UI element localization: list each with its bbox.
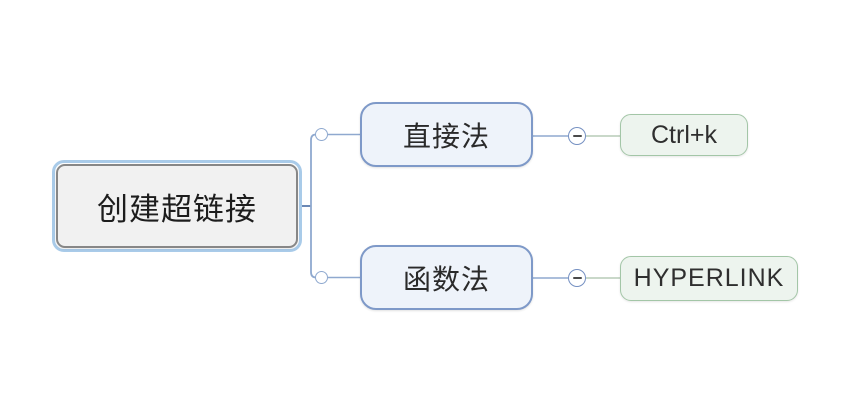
- branch-node-label: 函数法: [402, 263, 490, 295]
- root-node[interactable]: 创建超链接: [52, 160, 302, 252]
- branch-bracket-line: [310, 133, 317, 279]
- branch-node-direct-method[interactable]: 直接法: [360, 102, 533, 167]
- branch-node-function-method[interactable]: 函数法: [360, 245, 533, 310]
- leaf-node-label: HYPERLINK: [633, 264, 785, 292]
- leaf-node-ctrl-k[interactable]: Ctrl+k: [620, 114, 748, 156]
- collapse-button-top[interactable]: [568, 127, 586, 145]
- leaf-node-hyperlink[interactable]: HYPERLINK: [620, 256, 798, 301]
- collapse-button-bottom[interactable]: [568, 269, 586, 287]
- leaf-node-label: Ctrl+k: [651, 120, 717, 149]
- root-node-label: 创建超链接: [56, 164, 298, 248]
- minus-icon: [572, 135, 582, 137]
- minus-icon: [572, 277, 582, 279]
- branch-node-label: 直接法: [402, 120, 490, 152]
- branch-connector-dot-icon: [315, 271, 328, 284]
- branch-connector-dot-icon: [315, 128, 328, 141]
